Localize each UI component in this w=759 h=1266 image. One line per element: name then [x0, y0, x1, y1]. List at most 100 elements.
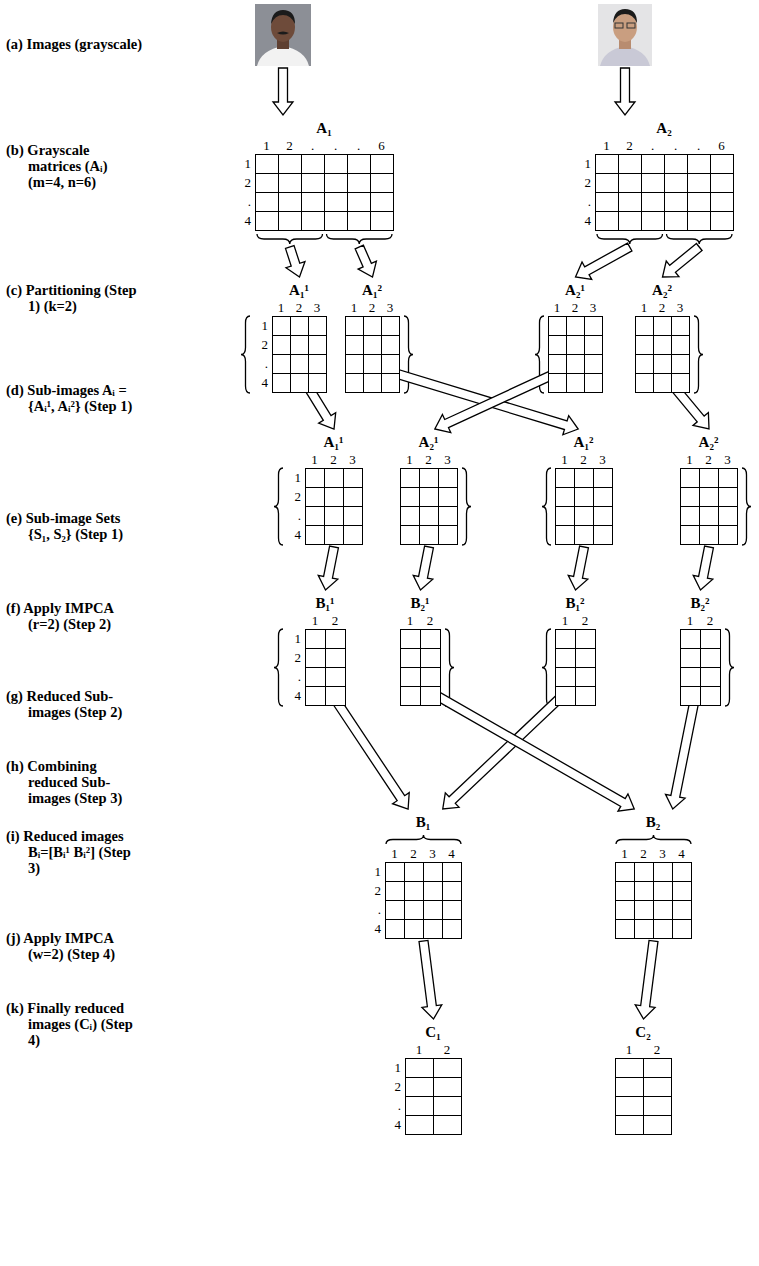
- matrix-cell: [306, 526, 325, 545]
- matrix-body: [400, 629, 441, 706]
- matrix-label: A₂¹: [400, 432, 457, 452]
- matrix-cell: [665, 193, 688, 212]
- matrix-cell: [585, 317, 603, 336]
- matrix-cell: [386, 920, 405, 939]
- curly-brace: [667, 234, 733, 244]
- matrix-cell: [549, 374, 567, 393]
- matrix-cell: [636, 336, 654, 355]
- curly-brace: [725, 629, 734, 706]
- matrix-cell: [364, 374, 382, 393]
- matrix-cell: [567, 317, 585, 336]
- row-index: 1: [577, 154, 595, 173]
- row-index: .: [254, 354, 272, 373]
- column-index: 2: [363, 300, 381, 316]
- matrix-grid: [595, 154, 734, 231]
- matrix-cell: [665, 174, 688, 193]
- matrix-cell: [616, 1097, 644, 1116]
- matrix-cell: [306, 649, 326, 668]
- column-index: 2: [700, 613, 720, 629]
- matrix-cell: [644, 1097, 672, 1116]
- matrix-cell: [279, 174, 302, 193]
- matrix-cell: [306, 469, 325, 488]
- matrix-body: [555, 629, 596, 706]
- matrix-cell: [673, 920, 692, 939]
- matrix-grid: [680, 468, 738, 545]
- row-index-column: 12.4: [367, 862, 385, 939]
- matrix-cell: [326, 668, 346, 687]
- column-index-row: 123: [272, 300, 327, 316]
- matrix-cell: [700, 469, 719, 488]
- photo-background: [255, 4, 311, 66]
- matrix-box: C₁1212.4: [387, 1022, 462, 1135]
- matrix-cell: [344, 507, 363, 526]
- matrix-cell: [344, 526, 363, 545]
- matrix-cell: [420, 507, 439, 526]
- matrix-cell: [654, 920, 673, 939]
- matrix-cell: [719, 469, 738, 488]
- matrix-cell: [673, 901, 692, 920]
- matrix-cell: [681, 668, 701, 687]
- matrix-cell: [309, 355, 327, 374]
- matrix-cell: [616, 1059, 644, 1078]
- matrix-cell: [291, 355, 309, 374]
- matrix-cell: [585, 336, 603, 355]
- matrix-grid: [635, 316, 690, 393]
- matrix-box: B₁123412.4: [367, 812, 462, 939]
- matrix-cell: [642, 212, 665, 231]
- matrix-cell: [434, 1078, 462, 1097]
- block-arrow: [435, 364, 569, 433]
- column-index: 1: [548, 300, 566, 316]
- matrix-cell: [325, 526, 344, 545]
- matrix-cell: [371, 193, 394, 212]
- matrix-cell: [382, 355, 400, 374]
- matrix-box: A₁12...612.4: [237, 118, 394, 231]
- curly-brace: [386, 835, 461, 844]
- matrix-cell: [567, 374, 585, 393]
- column-index-row: 12: [555, 613, 596, 629]
- column-index-row: 12: [400, 613, 441, 629]
- matrix-grid: [680, 629, 721, 706]
- matrix-box: A₁¹12312.4: [254, 280, 327, 393]
- matrix-cell: [325, 193, 348, 212]
- matrix-cell: [719, 488, 738, 507]
- step-label: (g) Reduced Sub-images (Step 2): [6, 688, 143, 720]
- column-index: .: [347, 138, 370, 154]
- block-arrow: [568, 546, 588, 590]
- photo-glasses: [627, 23, 635, 28]
- column-index-row: 12...6: [595, 138, 734, 154]
- matrix-cell: [556, 687, 576, 706]
- matrix-cell: [556, 507, 575, 526]
- column-index: 4: [442, 846, 461, 862]
- matrix-label: A₁¹: [305, 432, 362, 452]
- row-index: 1: [367, 862, 385, 881]
- matrix-cell: [594, 469, 613, 488]
- column-index: 2: [290, 300, 308, 316]
- row-index-column: 12.4: [387, 1058, 405, 1135]
- matrix-body: [615, 862, 692, 939]
- matrix-cell: [619, 174, 642, 193]
- matrix-cell: [673, 882, 692, 901]
- matrix-cell: [291, 336, 309, 355]
- matrix-cell: [644, 1116, 672, 1135]
- block-arrow: [576, 243, 632, 279]
- matrix-box: B₂¹12: [400, 593, 441, 706]
- row-index: 1: [387, 1058, 405, 1077]
- column-index: 1: [400, 452, 419, 468]
- column-index: 3: [423, 846, 442, 862]
- block-arrow: [693, 546, 713, 590]
- column-index: 3: [438, 452, 457, 468]
- row-index-column: 12.4: [287, 629, 305, 706]
- matrix-cell: [575, 488, 594, 507]
- curly-brace: [274, 468, 283, 545]
- matrix-cell: [701, 687, 721, 706]
- matrix-label: A₁¹: [272, 280, 326, 300]
- column-index: 1: [555, 452, 574, 468]
- matrix-body: [635, 316, 690, 393]
- curly-brace: [241, 316, 250, 393]
- column-index: 2: [324, 452, 343, 468]
- matrix-cell: [576, 649, 596, 668]
- matrix-box: A₂¹123: [548, 280, 603, 393]
- column-index: 2: [618, 138, 641, 154]
- matrix-cell: [688, 155, 711, 174]
- column-index: 1: [305, 613, 325, 629]
